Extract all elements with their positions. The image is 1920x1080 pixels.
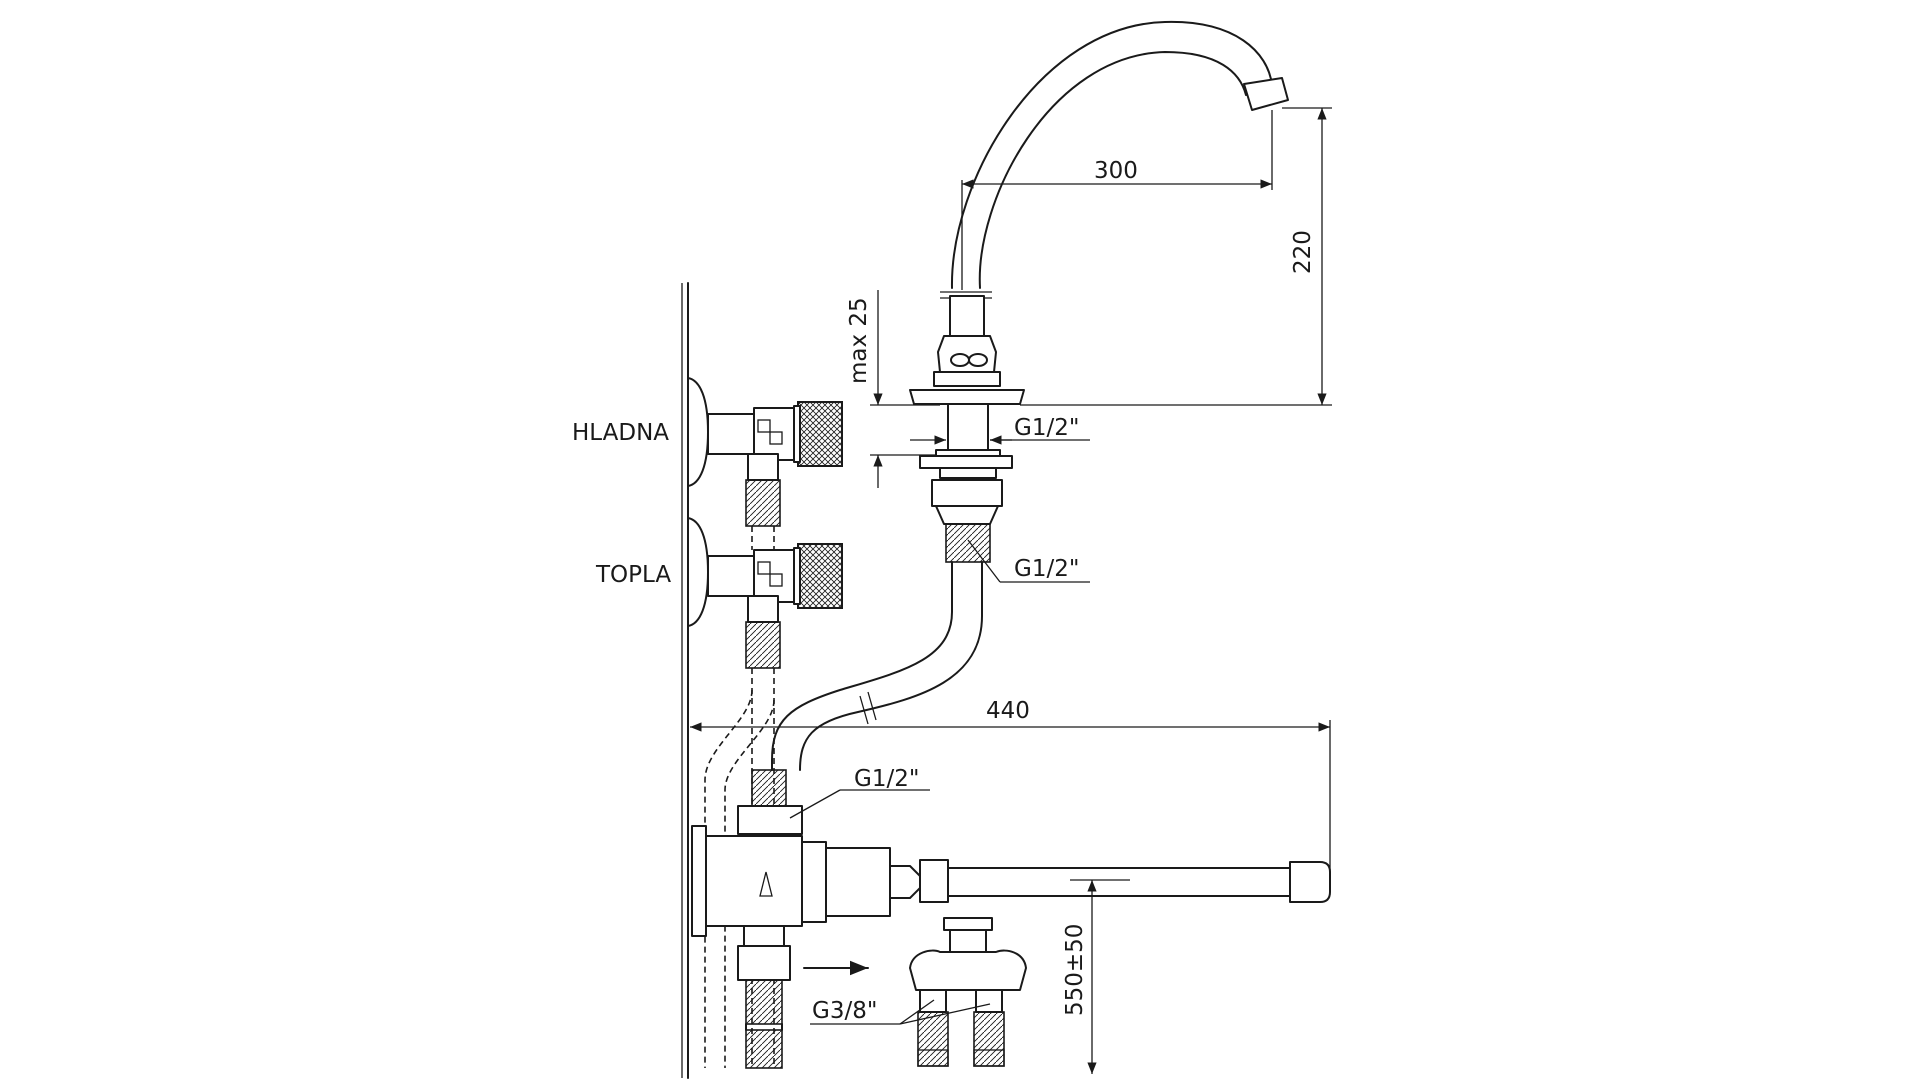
valve-thread-label: G1/2" <box>854 766 919 792</box>
upper-hose <box>771 561 983 771</box>
hot-angle-valve <box>687 517 843 669</box>
valve-riser <box>751 526 775 550</box>
hose-thread-label: G1/2" <box>1014 556 1079 582</box>
outlet-detail-view <box>803 917 1027 1067</box>
spout-height-dimension: 220 <box>1290 230 1316 274</box>
deck-thread-label: G1/2" <box>1014 415 1079 441</box>
cold-angle-valve <box>687 377 843 527</box>
deck-thickness-dimension: max 25 <box>846 297 872 384</box>
faucet-body <box>909 295 1025 563</box>
spout <box>940 20 1289 299</box>
mount-height-dimension: 550±50 <box>1062 924 1088 1016</box>
outlet-thread-label: G3/8" <box>812 998 877 1024</box>
lower-hose <box>737 769 803 835</box>
mixing-valve <box>691 825 1331 1069</box>
wall-projection-dimension: 440 <box>986 698 1030 724</box>
spout-reach-dimension: 300 <box>1094 158 1138 184</box>
hot-water-label: TOPLA <box>595 562 671 588</box>
cold-water-label: HLADNA <box>572 420 669 446</box>
dimension-lines <box>690 107 1332 1074</box>
